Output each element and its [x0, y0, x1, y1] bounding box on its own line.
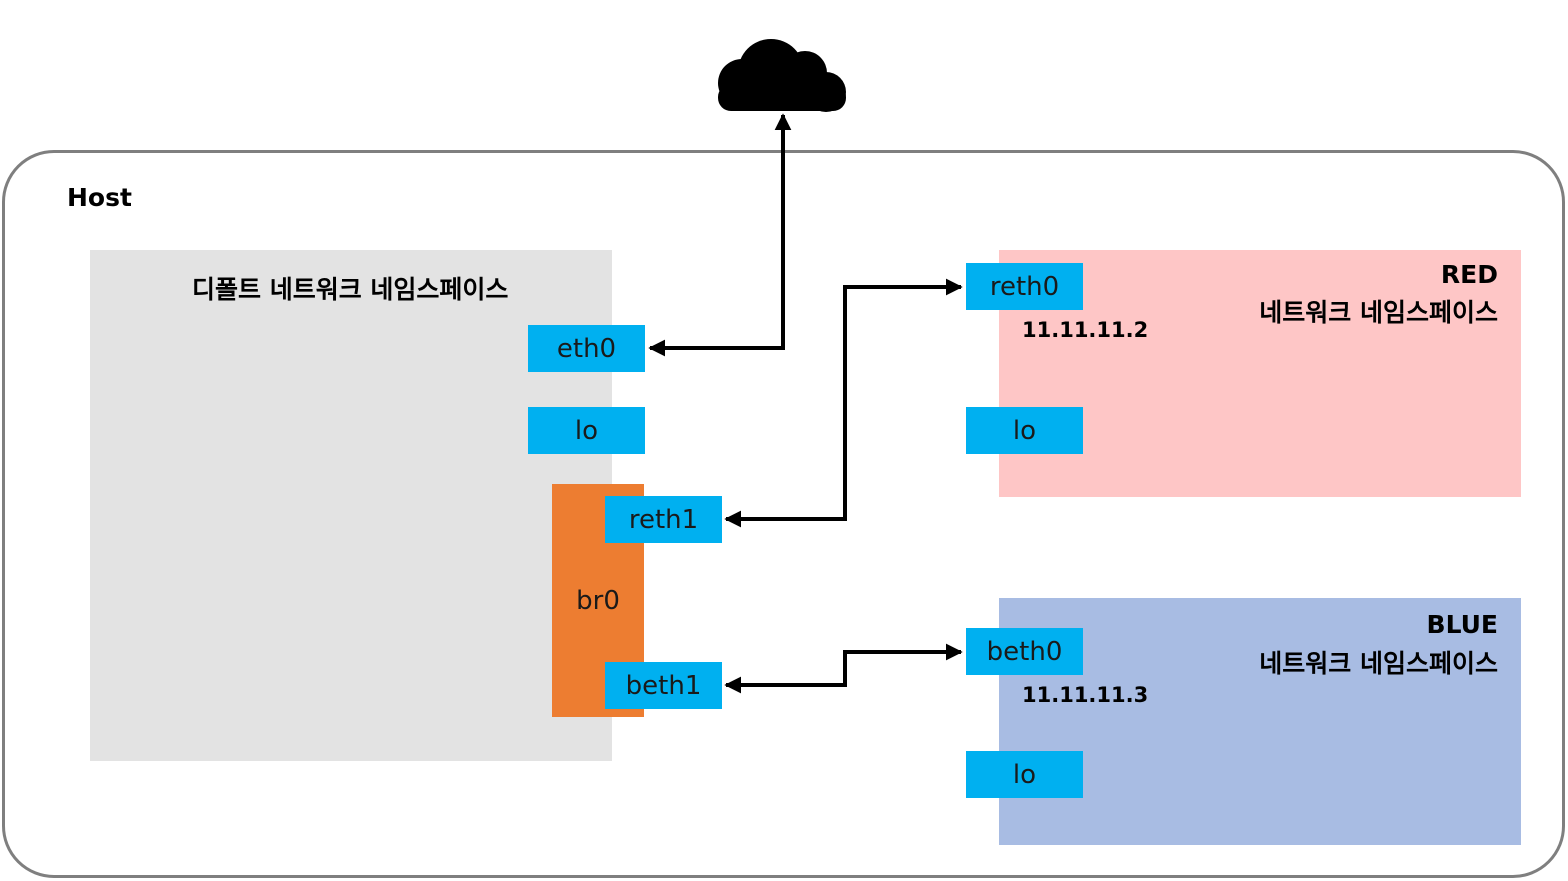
blue-lo-interface: lo — [966, 751, 1083, 798]
default-lo-interface: lo — [528, 407, 645, 454]
blue-namespace-title: 네트워크 네임스페이스 — [1259, 649, 1498, 678]
red-namespace-name: RED — [1440, 260, 1498, 289]
blue-namespace-name: BLUE — [1426, 610, 1498, 639]
default-namespace-box — [90, 250, 612, 761]
beth1-to-beth0-link — [724, 643, 963, 694]
beth1-interface: beth1 — [605, 662, 722, 709]
beth0-interface: beth0 — [966, 628, 1083, 675]
red-lo-interface: lo — [966, 407, 1083, 454]
reth1-interface: reth1 — [605, 496, 722, 543]
reth0-interface: reth0 — [966, 263, 1083, 310]
blue-namespace-box — [999, 598, 1521, 845]
default-namespace-title: 디폴트 네트워크 네임스페이스 — [192, 275, 509, 304]
br0-label: br0 — [576, 586, 620, 616]
cloud-icon — [718, 39, 846, 112]
eth0-interface: eth0 — [528, 325, 645, 372]
host-label: Host — [67, 183, 132, 212]
blue-ip-address: 11.11.11.3 — [1022, 683, 1149, 707]
red-namespace-box — [999, 250, 1521, 497]
reth1-to-reth0-link — [724, 278, 963, 528]
eth0-to-cloud-link — [648, 113, 792, 357]
red-namespace-title: 네트워크 네임스페이스 — [1259, 298, 1498, 327]
red-ip-address: 11.11.11.2 — [1022, 318, 1149, 342]
